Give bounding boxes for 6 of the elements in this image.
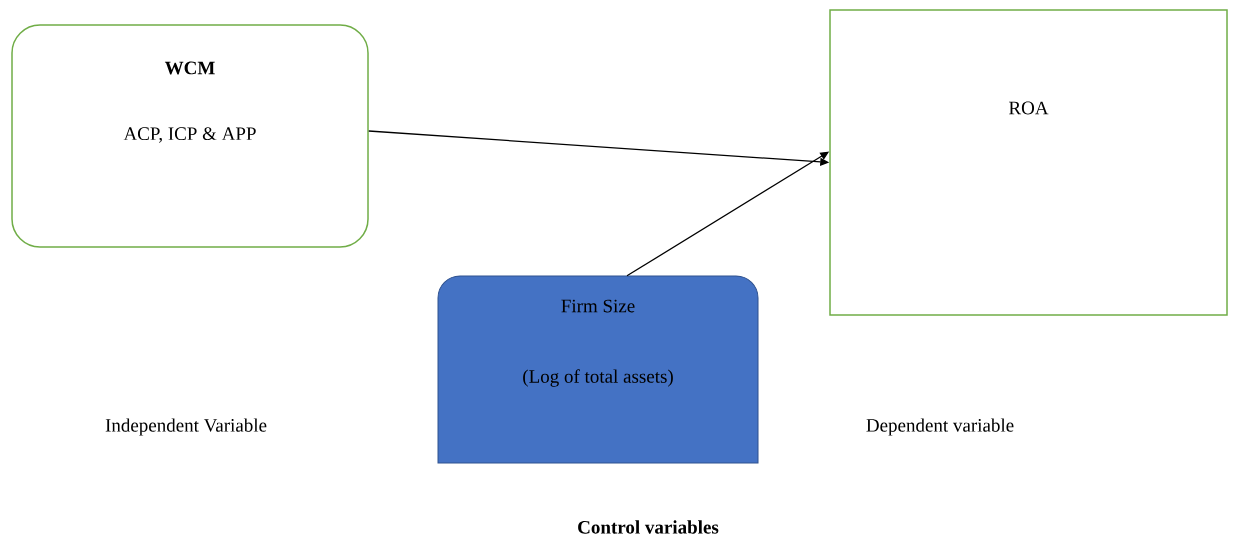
variable-label: Dependent variable <box>866 418 1014 436</box>
caption: Control variables <box>578 520 719 534</box>
variable-label: Independent Variable <box>105 418 267 436</box>
control-box: Firm Size (Log of total assets) <box>437 275 759 464</box>
process-box: ROA <box>829 9 1228 316</box>
process-box: WCM ACP, ICP & APP <box>11 24 369 248</box>
